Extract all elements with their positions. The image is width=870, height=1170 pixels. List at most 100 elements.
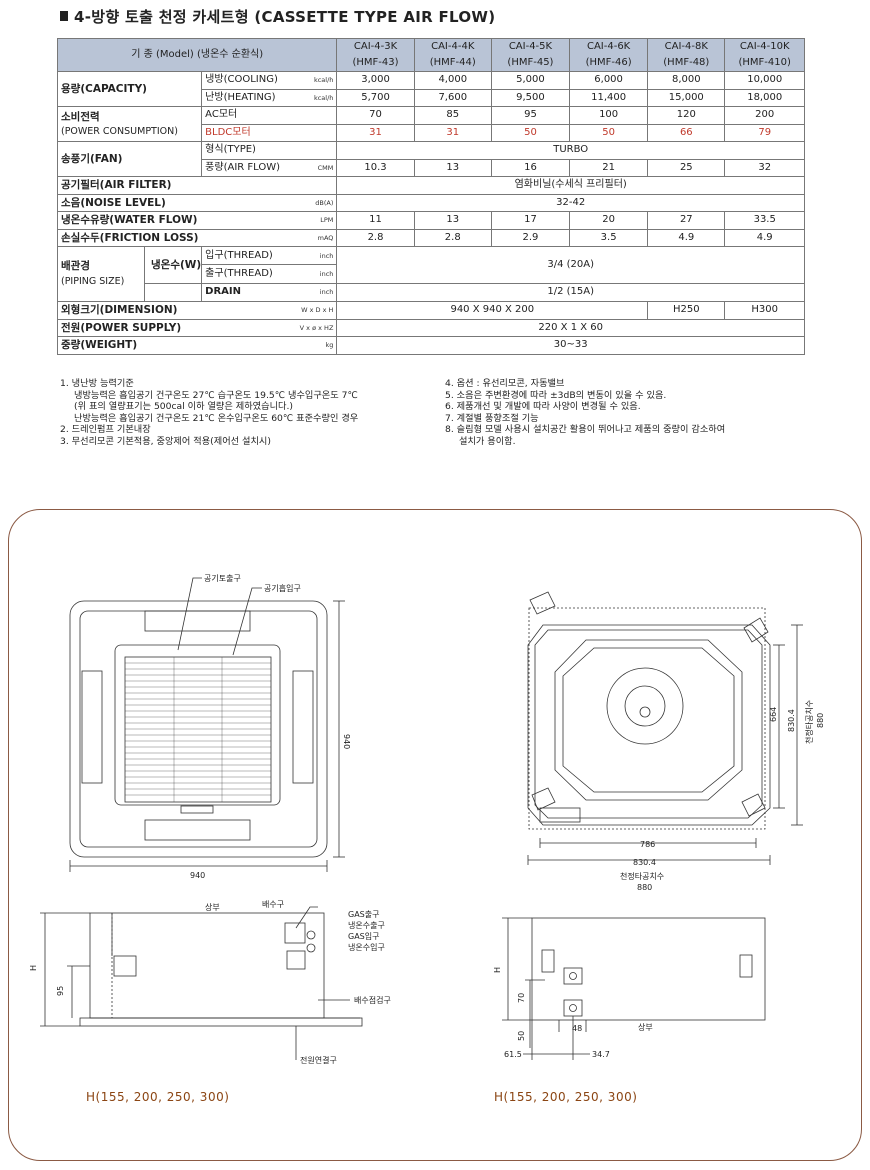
dim-h-left: H [29,965,38,971]
model-cell: CAI-4-4K (HMF-44) [413,38,492,72]
table-row: DRAIN inch 1/2 (15A) [58,282,805,303]
power-label-en: (POWER CONSUMPTION) [61,125,178,137]
piping-label-ko: 배관경 [61,260,90,272]
gas-inlet-label: GAS입구 [348,932,379,941]
table-row: 외형크기(DIMENSION) W x D x H 940 X 940 X 20… [56,301,805,320]
piping-label-cell: 배관경 (PIPING SIZE) 냉온수(W) [56,246,203,302]
bullet-square-icon [60,11,68,21]
receiver-window [180,805,214,814]
page-title-text: 4-방향 토출 천정 카세트형 (CASSETTE TYPE AIR FLOW) [74,8,496,26]
gas-outlet-label: GAS출구 [348,909,379,919]
table-row: BLDC모터 31 31 50 50 66 79 [58,123,805,142]
table-row: 중량(WEIGHT) kg 30~33 [56,336,805,355]
note-line: 1. 냉난방 능력기준 [60,378,134,389]
side2-port-1 [563,967,583,985]
top-side-label-right: 상부 [638,1022,653,1032]
fan-label: 송풍기(FAN) [56,141,203,177]
bellmouth-octagon [554,639,743,801]
dim-940-height: 940 [342,734,351,749]
dim-786: 786 [640,840,655,849]
top-side-label: 상부 [205,902,220,912]
dim-880-height: 880 [816,713,825,728]
dim-h-right: H [493,967,502,973]
notes-left: 1. 냉난방 능력기준 냉방능력은 흡입공기 건구온도 27℃ 습구온도 19.… [60,378,358,448]
dim-830-height: 830.4 [787,709,796,732]
model-sub: (HMF-410) [738,57,791,68]
model-code: CAI-4-3K [353,41,398,52]
unit-label: inch [296,282,338,303]
front-panel-outline [69,600,328,858]
model-code: CAI-4-10K [739,41,790,52]
unit-label: kg [296,336,338,355]
inlet-thread-label: 입구(THREAD) [201,245,297,266]
spec-table: 기 종 (Model) (냉온수 순환식) CAI-4-3K(HMF-43) C… [56,38,805,355]
note-line: 2. 드레인펌프 기본내장 [60,424,151,436]
side-box [113,955,137,977]
side-view-right [502,917,766,1060]
power-connection-label: 전원연결구 [300,1055,337,1065]
note-line: 8. 슬림형 모델 사용시 설치공간 활용이 뛰어나고 제품의 중량이 감소하여 [445,424,726,436]
model-cell: CAI-4-3K(HMF-43) [336,38,415,72]
dim-48: 48 [572,1024,582,1033]
dim-95: 95 [56,986,65,996]
side2-right-box [739,954,753,978]
table-row: 용량(CAPACITY) 냉방(COOLING) kcal/h 3,000 4,… [56,71,805,107]
note-line: (위 표의 열량표기는 500cal 이하 열량은 제하였습니다.) [74,401,293,413]
drain-value: 1/2 (15A) [336,282,805,303]
model-cell: CAI-4-5K(HMF-45) [490,38,571,72]
table-row: 소비전력(POWER CONSUMPTION) AC모터 70 85 95 10… [56,106,805,142]
model-cell: CAI-4-6K(HMF-46) [569,38,649,72]
drain-port-label: 배수구 [262,900,284,909]
piping-label-en: (PIPING SIZE) [61,276,125,287]
model-code: CAI-4-8K [664,41,708,52]
model-cell: CAI-4-10K (HMF-410) [724,38,805,72]
drain-check-label: 배수점검구 [354,995,391,1005]
fan-center [639,706,651,718]
unit-label: inch [296,245,338,266]
dim-664: 664 [769,707,778,722]
table-cell: 4.9 [724,228,805,247]
model-sub: (HMF-44) [429,57,476,68]
model-code: CAI-4-5K [508,41,553,52]
top-view [527,591,803,865]
outlet-left [81,670,103,784]
power-label: 소비전력(POWER CONSUMPTION) [56,106,203,142]
model-sub: (HMF-46) [585,57,632,68]
table-row: 전원(POWER SUPPLY) V x ø x HZ 220 X 1 X 60 [56,318,805,337]
outlet-label: 공기토출구 [204,573,241,583]
inlet-label: 공기흡입구 [264,583,301,593]
outlet-leader [177,577,202,651]
note-line: 3. 무선리모콘 기본적용, 중앙제어 적용(제어선 설치시) [60,435,271,447]
inlet-grille [124,656,272,803]
drain-label: DRAIN [201,282,297,303]
side-body [89,912,325,1019]
pipe-connections [539,807,581,823]
model-header-label: 기 종 (Model) (냉온수 순환식) [56,38,338,72]
dim-34-7: 34.7 [592,1050,610,1059]
weight-value: 30~33 [336,336,805,355]
water-port-block [286,950,306,970]
bracket-tr [743,617,769,643]
model-code: CAI-4-4K [431,41,475,52]
table-cell: 200 [724,106,805,125]
side2-left-box [541,949,555,973]
page-title: 4-방향 토출 천정 카세트형 (CASSETTE TYPE AIR FLOW) [60,6,495,27]
piping-sub: 냉온수(W) [145,247,202,301]
height-options-right: H(155, 200, 250, 300) [494,1090,638,1104]
bellmouth-inner [562,647,735,793]
fan-hub [624,685,666,727]
side-view-left [40,906,363,1060]
bracket-bl [531,787,556,811]
note-line: 4. 옵션 : 유선리모콘, 자동밸브 [445,378,565,389]
ceiling-hole-label-vertical: 천정타공치수 [804,700,814,744]
dim-940-width: 940 [190,871,205,880]
inlet-leader [232,587,262,656]
note-line: 7. 계절별 풍향조절 기능 [445,412,539,424]
dim-880-width: 880 [637,883,652,892]
dim-70: 70 [517,993,526,1003]
water-flow-label: 냉온수유량(WATER FLOW) [56,211,297,230]
table-header-row: 기 종 (Model) (냉온수 순환식) CAI-4-3K(HMF-43) C… [56,38,805,72]
body-inner [534,629,763,819]
gas-port-block [284,922,306,944]
